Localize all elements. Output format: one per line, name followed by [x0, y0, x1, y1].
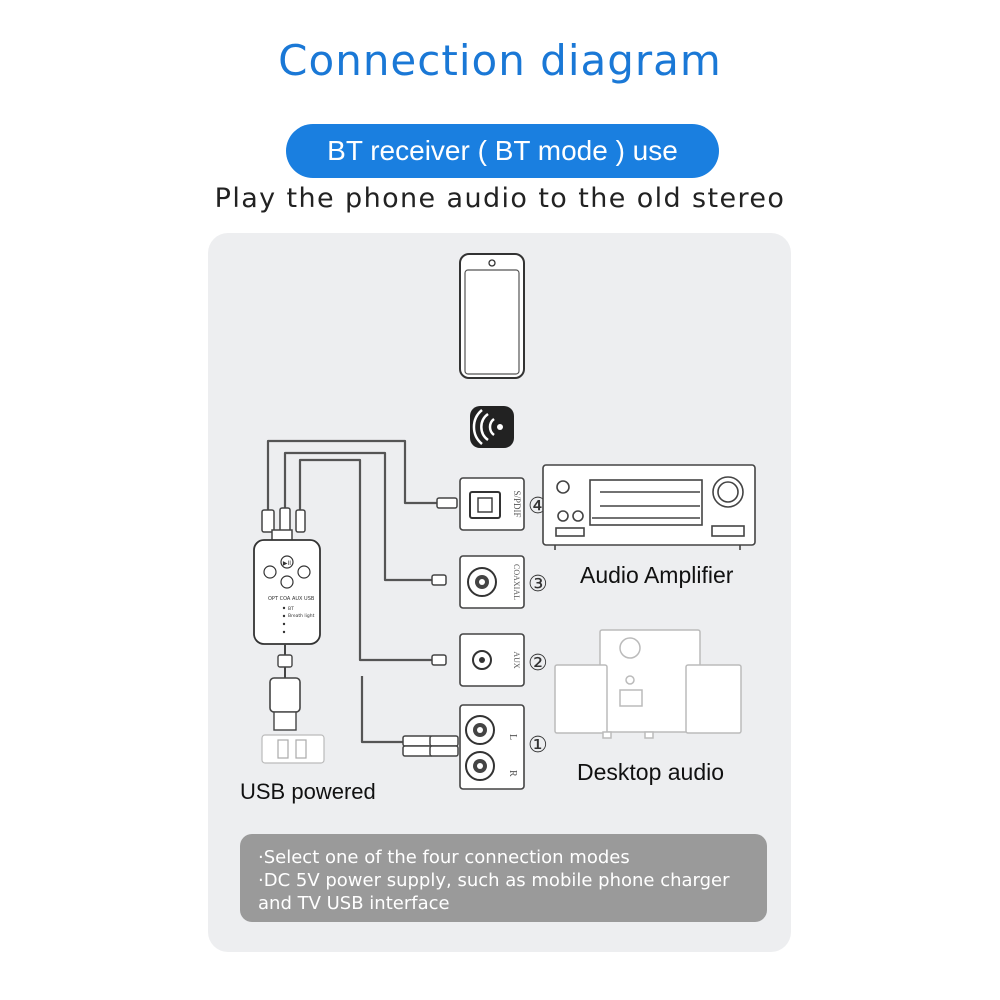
port-aux-label: AUX [512, 651, 521, 669]
port-coaxial: COAXIAL [459, 555, 525, 609]
cables [266, 439, 455, 744]
usb-plug-icon [261, 644, 325, 764]
note-line: ·DC 5V power supply, such as mobile phon… [258, 870, 730, 891]
phone-icon [459, 253, 525, 379]
audio-amplifier-label: Audio Amplifier [580, 562, 734, 588]
port-spdif: S/PDIF [459, 477, 525, 531]
port-spdif-label: S/PDIF [512, 490, 522, 517]
port-aux: AUX [459, 633, 525, 687]
cable-plugs [261, 497, 459, 757]
port-number-3: ③ [528, 572, 548, 597]
port-coaxial-label: COAXIAL [512, 564, 521, 600]
svg-text:R: R [507, 770, 518, 777]
svg-text:Breath light: Breath light [288, 613, 315, 619]
usb-powered-label: USB powered [240, 779, 376, 804]
page-title: Connection diagram [278, 36, 722, 85]
mode-badge: BT receiver ( BT mode ) use [286, 124, 719, 178]
svg-text:▶II: ▶II [283, 560, 291, 567]
port-lr: L R [459, 704, 525, 790]
svg-text:BT: BT [288, 606, 294, 612]
note-line: ·Select one of the four connection modes [258, 847, 630, 868]
desktop-audio-label: Desktop audio [577, 759, 725, 785]
port-number-1: ① [528, 733, 548, 758]
receiver-mode-labels: OPT COA AUX USB [268, 596, 315, 602]
audio-amplifier-icon [542, 464, 756, 550]
bt-receiver-device: ▶II OPT COA AUX USB BT Breath light [253, 529, 321, 645]
notes-box: ·Select one of the four connection modes… [240, 834, 767, 922]
desktop-speakers-icon [554, 629, 742, 739]
port-number-2: ② [528, 651, 548, 676]
subtitle: Play the phone audio to the old stereo [214, 183, 786, 214]
note-line: and TV USB interface [258, 893, 450, 914]
svg-text:L: L [507, 734, 518, 740]
wireless-signal-icon [470, 406, 514, 448]
